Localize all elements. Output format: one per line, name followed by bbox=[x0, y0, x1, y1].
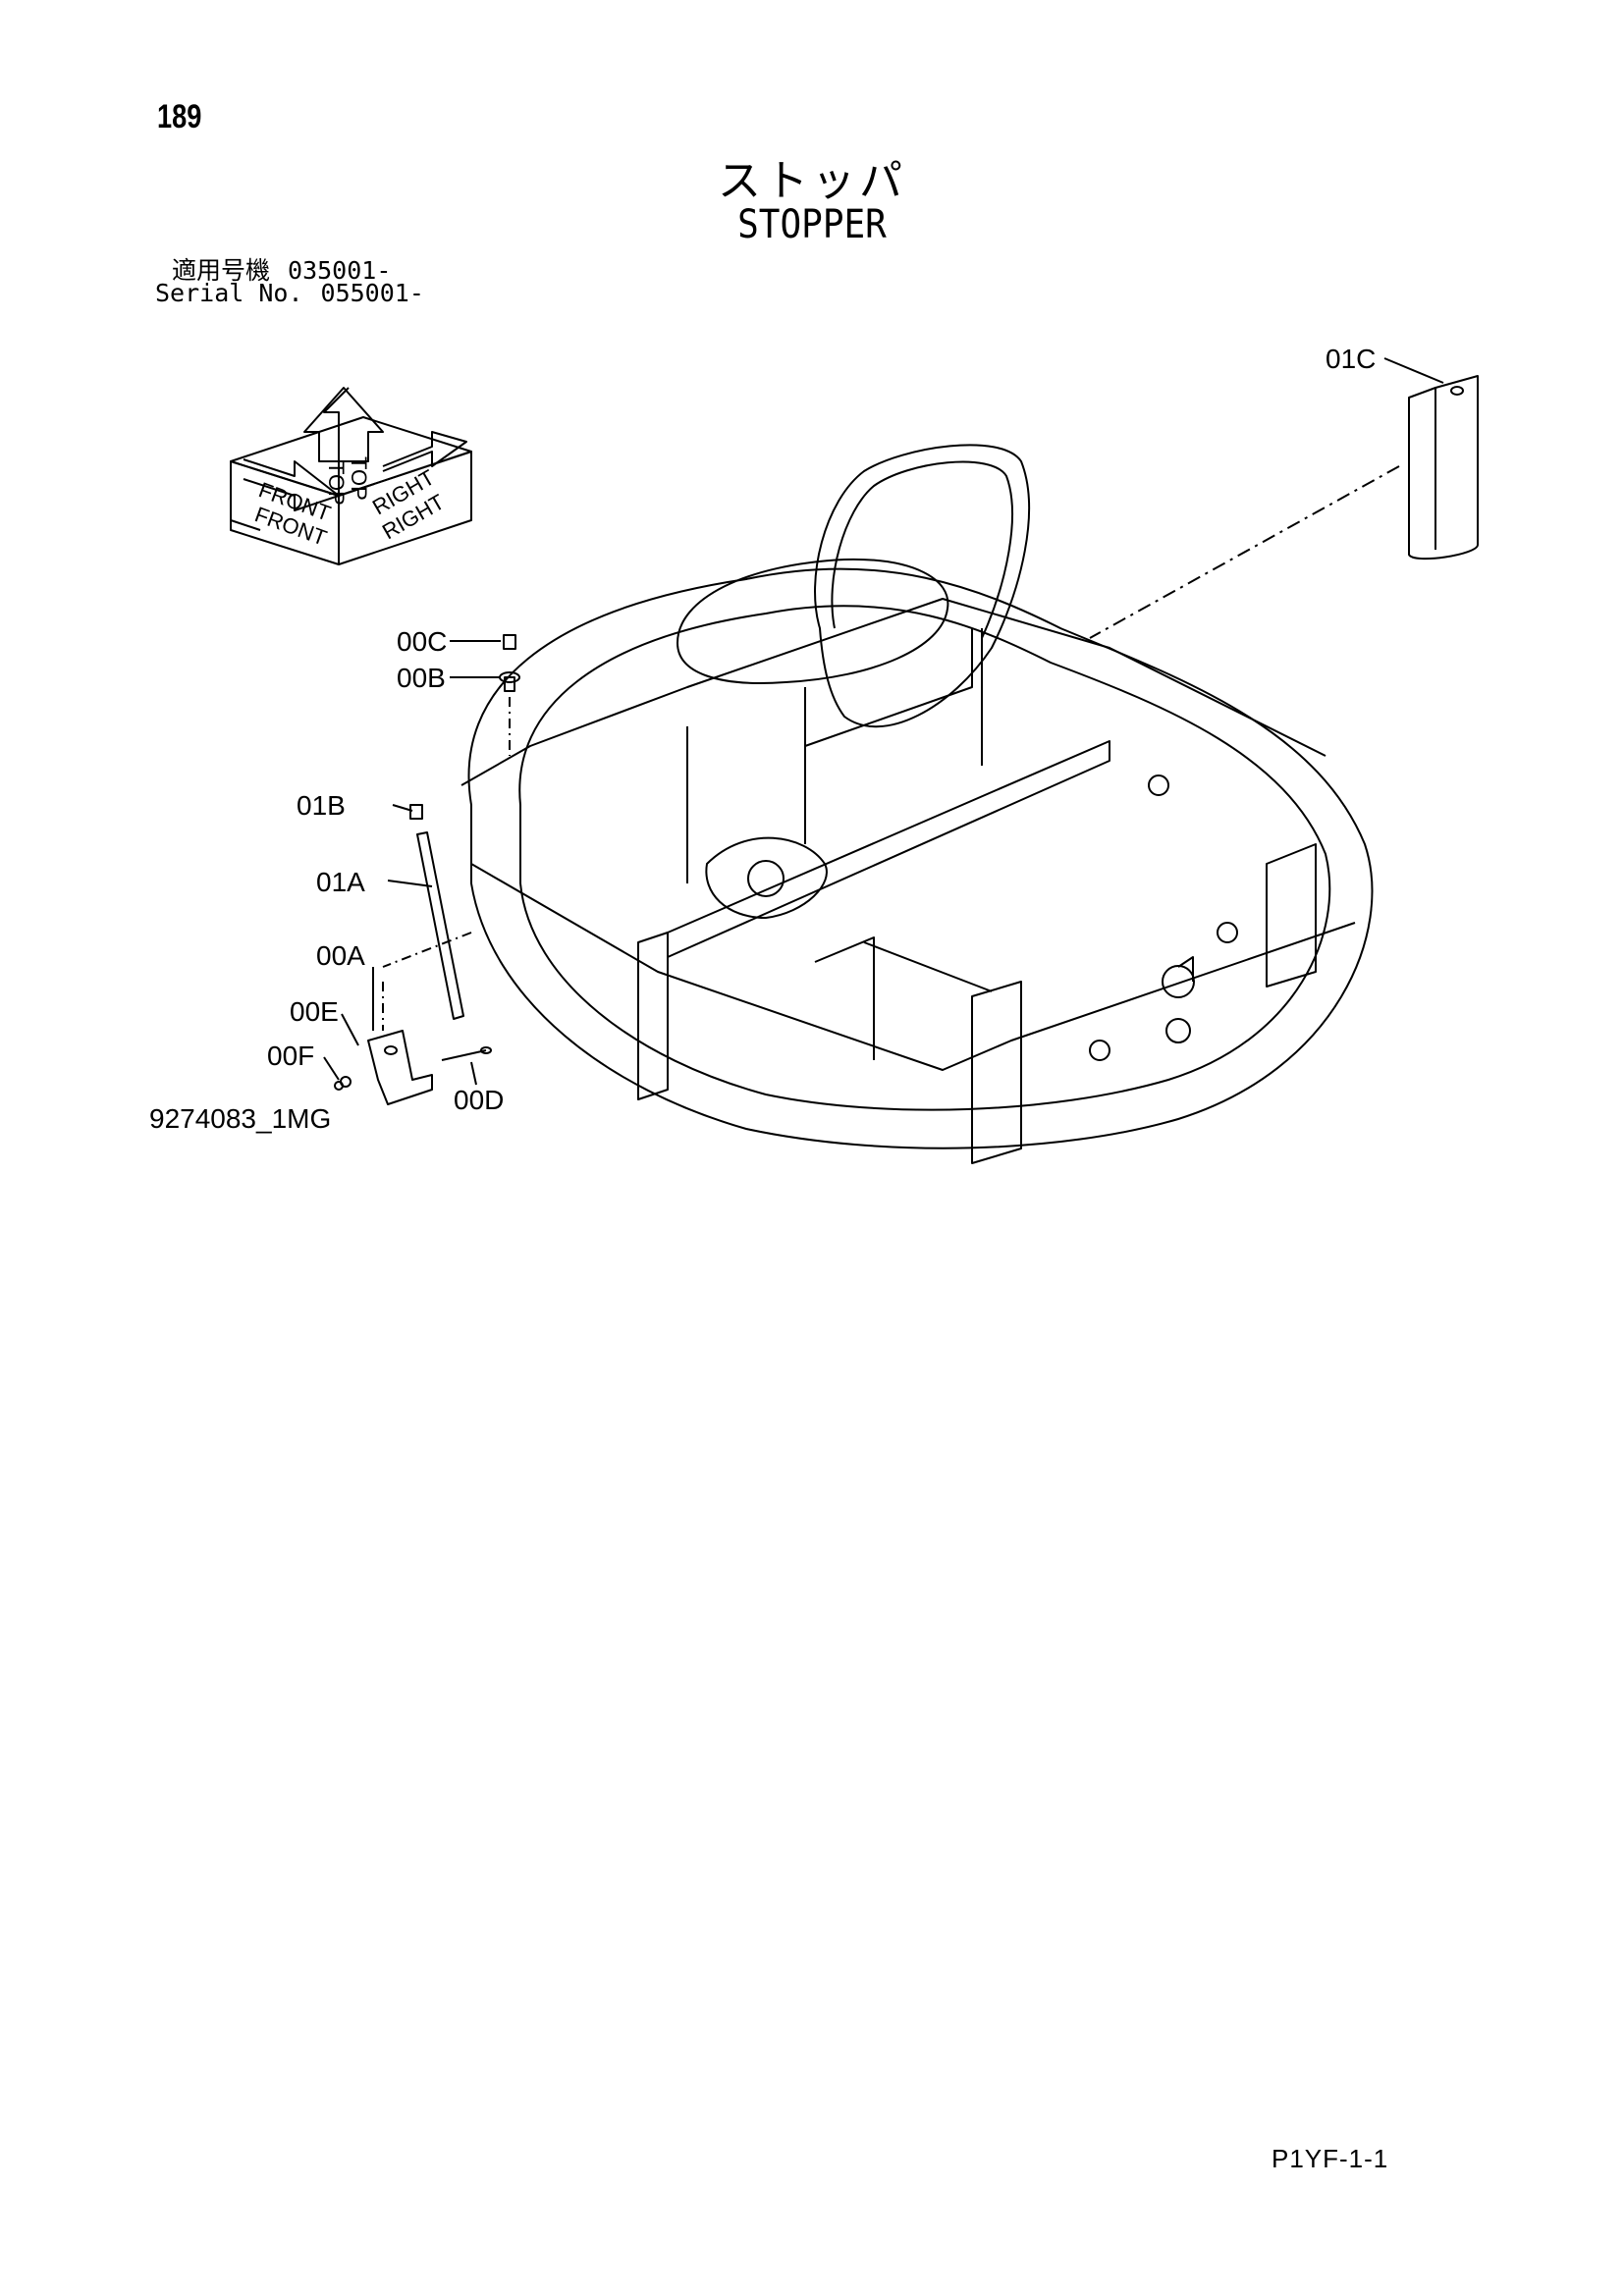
label-01B: 01B bbox=[297, 790, 346, 821]
label-00B: 00B bbox=[397, 663, 446, 693]
part-01B-cap bbox=[409, 804, 423, 820]
serial-en-value: 055001- bbox=[320, 279, 424, 307]
label-01C: 01C bbox=[1326, 344, 1376, 374]
part-01C-stopper-pad bbox=[1383, 357, 1479, 561]
page-number: 189 bbox=[157, 98, 202, 135]
serial-jp-label: 適用号機 bbox=[172, 256, 271, 285]
seat bbox=[677, 444, 1031, 747]
part-00F-nut bbox=[334, 1081, 344, 1091]
label-00E: 00E bbox=[290, 996, 339, 1027]
part-00D-pin bbox=[441, 1046, 492, 1061]
top-label-1: TOP bbox=[324, 461, 349, 506]
title-english: STOPPER bbox=[737, 202, 887, 247]
label-00A: 00A bbox=[316, 940, 365, 971]
part-01A-rod bbox=[416, 831, 464, 1020]
parts-diagram: FRONT FRONT TOP TOP RIGHT RIGHT bbox=[230, 344, 1479, 1164]
drawing-id: 9274083_1MG bbox=[149, 1103, 332, 1134]
serial-en-line: Serial No. 055001- bbox=[155, 279, 424, 307]
top-label-2: TOP bbox=[347, 456, 371, 501]
serial-en-label: Serial No. bbox=[155, 279, 303, 307]
part-00A-bracket bbox=[367, 1030, 433, 1105]
label-01A: 01A bbox=[316, 867, 365, 897]
orientation-indicator: FRONT FRONT TOP TOP RIGHT RIGHT bbox=[230, 387, 472, 565]
label-00C: 00C bbox=[397, 626, 447, 657]
machine-frame bbox=[460, 567, 1374, 1164]
page-code: P1YF-1-1 bbox=[1272, 2144, 1389, 2173]
serial-jp-value: 035001- bbox=[288, 256, 392, 285]
serial-jp-line: 適用号機 035001- bbox=[172, 251, 391, 287]
label-00F: 00F bbox=[267, 1041, 314, 1071]
title-japanese: ストッパ bbox=[718, 156, 906, 206]
label-00D: 00D bbox=[454, 1085, 504, 1115]
